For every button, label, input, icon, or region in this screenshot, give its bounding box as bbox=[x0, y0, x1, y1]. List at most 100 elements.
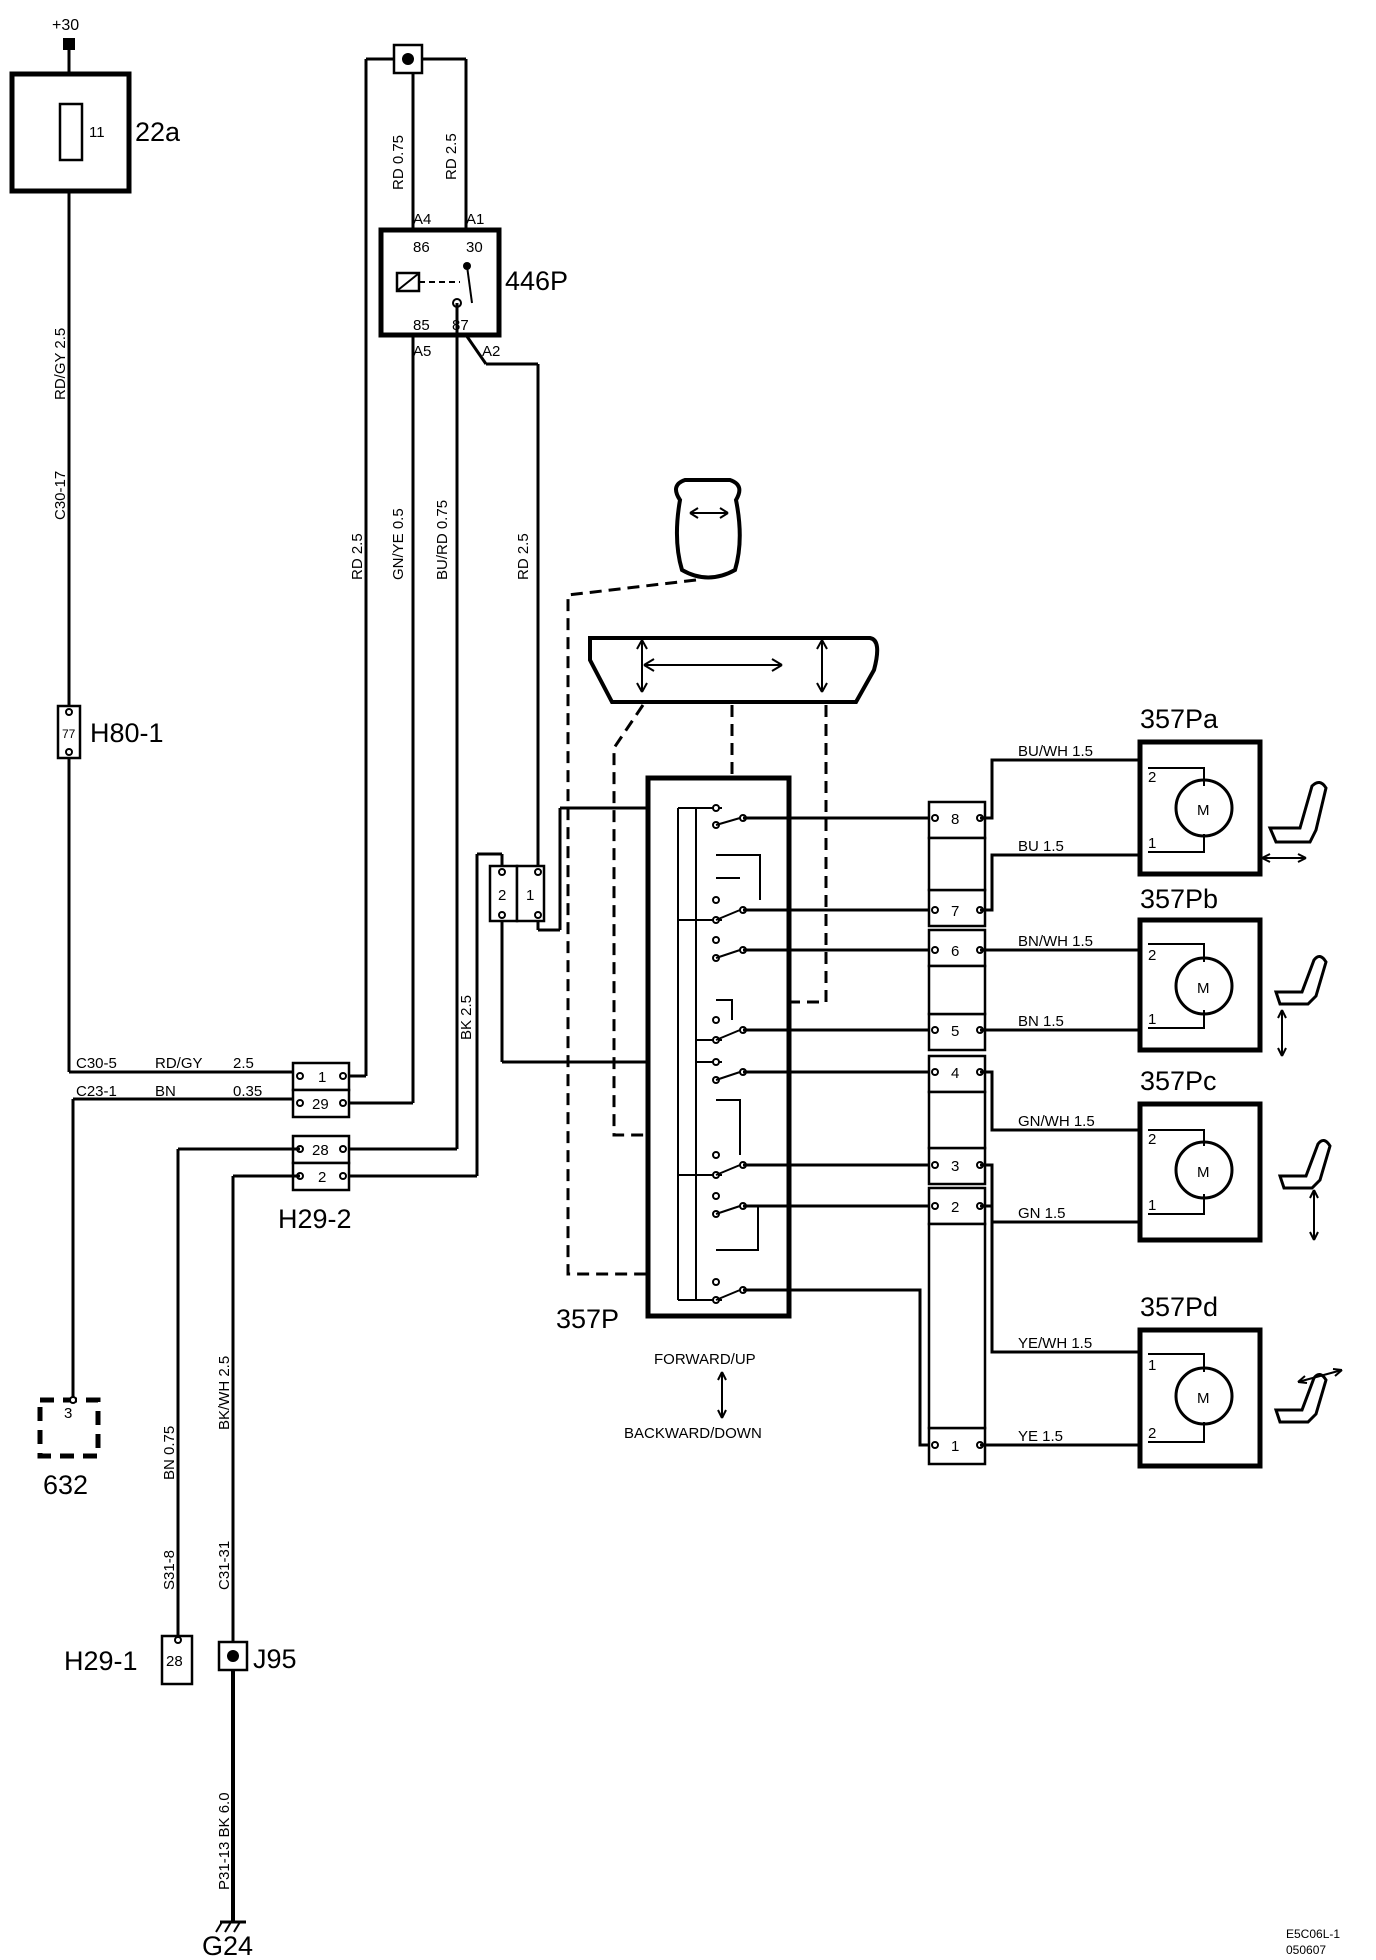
wire-label-gnye: GN/YE 0.5 bbox=[390, 508, 407, 580]
h80-label: H80-1 bbox=[90, 718, 164, 748]
j95-label: J95 bbox=[253, 1644, 297, 1674]
motor-357pa: M 2 1 357Pa bbox=[1137, 704, 1263, 877]
relay-pin-85: 85 bbox=[413, 317, 430, 334]
wire-label-c31-31: C31-31 bbox=[216, 1541, 233, 1590]
supply-label: +30 bbox=[52, 17, 79, 34]
switch-contacts bbox=[712, 804, 747, 1304]
relay-pin-86: 86 bbox=[413, 239, 430, 256]
h29-2-pin-29: 29 bbox=[312, 1096, 329, 1113]
seat-cushion-icon bbox=[588, 636, 880, 704]
connector-8pin: 8 7 6 5 4 3 2 1 bbox=[927, 800, 987, 1466]
wire-label-bn: BN 1.5 bbox=[1018, 1013, 1064, 1030]
h29-2-pin-28: 28 bbox=[312, 1142, 329, 1159]
wire-label-bnwh: BN/WH 1.5 bbox=[1018, 933, 1093, 950]
h29-1-label: H29-1 bbox=[64, 1646, 138, 1676]
g24-label: G24 bbox=[202, 1931, 253, 1960]
motor-d-pin-2: 2 bbox=[1148, 1425, 1156, 1442]
motor-a-label: 357Pa bbox=[1140, 704, 1219, 734]
wire-label-rd-075: RD 0.75 bbox=[390, 135, 407, 190]
relay-label: 446P bbox=[505, 266, 568, 296]
connector-h29-1: 28 H29-1 bbox=[64, 1634, 194, 1686]
motor-b-pin-2: 2 bbox=[1148, 947, 1156, 964]
wire-label-p31-13: P31-13 BK 6.0 bbox=[216, 1792, 233, 1890]
connector-h80-1: 77 H80-1 bbox=[56, 704, 164, 760]
wire-label-c23-1-size: 0.35 bbox=[233, 1083, 262, 1100]
conn-pin-2: 2 bbox=[951, 1199, 959, 1216]
fuse-box-label: 22a bbox=[135, 117, 181, 147]
switch-label: 357P bbox=[556, 1304, 619, 1334]
wire-label-c23-1: C23-1 bbox=[76, 1083, 117, 1100]
wire-label-s31-8: S31-8 bbox=[161, 1550, 178, 1590]
conn-pin-3: 3 bbox=[951, 1158, 959, 1175]
wire-label-ye: YE 1.5 bbox=[1018, 1428, 1063, 1445]
seat-headrest-icon bbox=[674, 478, 742, 580]
wire-label-rd-25-relay: RD 2.5 bbox=[443, 133, 460, 180]
motor-357pb: M 2 1 357Pb bbox=[1137, 884, 1263, 1053]
motor-357pd: M 1 2 357Pd bbox=[1137, 1292, 1263, 1469]
motor-a-pin-2: 2 bbox=[1148, 769, 1156, 786]
wire-label-bn-075: BN 0.75 bbox=[161, 1426, 178, 1480]
h29-2-label: H29-2 bbox=[278, 1204, 352, 1234]
relay-pin-a1: A1 bbox=[466, 211, 484, 228]
motor-d-label: 357Pd bbox=[1140, 1292, 1218, 1322]
relay-pin-a2: A2 bbox=[482, 343, 500, 360]
wire-label-rd-25-left: RD 2.5 bbox=[349, 533, 366, 580]
wire-label-yewh: YE/WH 1.5 bbox=[1018, 1335, 1092, 1352]
conn-pin-4: 4 bbox=[951, 1065, 959, 1082]
motor-b-pin-1: 1 bbox=[1148, 1011, 1156, 1028]
wire-label-bu: BU 1.5 bbox=[1018, 838, 1064, 855]
relay-pin-30: 30 bbox=[466, 239, 483, 256]
wire-label-c30-5-color: RD/GY bbox=[155, 1055, 203, 1072]
wire-label-c30-5-size: 2.5 bbox=[233, 1055, 254, 1072]
conn-pin-5: 5 bbox=[951, 1023, 959, 1040]
conn-pin-7: 7 bbox=[951, 903, 959, 920]
motor-d-m: M bbox=[1197, 1390, 1210, 1407]
conn-pin-8: 8 bbox=[951, 811, 959, 828]
relay-pin-a5: A5 bbox=[413, 343, 431, 360]
comp-632-label: 632 bbox=[43, 1470, 88, 1500]
wire-label-c30-5: C30-5 bbox=[76, 1055, 117, 1072]
motor-c-pin-2: 2 bbox=[1148, 1131, 1156, 1148]
wire-label-rd-25-right: RD 2.5 bbox=[515, 533, 532, 580]
connector-small-2pin: 2 1 bbox=[488, 864, 546, 923]
splice-j95: J95 bbox=[217, 1640, 297, 1674]
switch-357p: 357P bbox=[556, 775, 792, 1334]
fuse-number: 11 bbox=[89, 124, 105, 141]
h80-pin: 77 bbox=[62, 727, 76, 741]
motor-d-pin-1: 1 bbox=[1148, 1357, 1156, 1374]
seat-tilt-rear-icon bbox=[1277, 1139, 1332, 1241]
h29-2-pin-2: 2 bbox=[318, 1169, 326, 1186]
switch-direction-arrow bbox=[717, 1371, 727, 1419]
wire-label-gn: GN 1.5 bbox=[1018, 1205, 1066, 1222]
seat-recline-icon bbox=[1273, 1368, 1343, 1424]
relay-pin-87: 87 bbox=[452, 317, 469, 334]
top-splice bbox=[392, 43, 424, 75]
ground-g24: G24 bbox=[202, 1920, 253, 1960]
motor-c-label: 357Pc bbox=[1140, 1066, 1217, 1096]
motor-c-m: M bbox=[1197, 1164, 1210, 1181]
h29-2-pin-1: 1 bbox=[318, 1069, 326, 1086]
motor-c-pin-1: 1 bbox=[1148, 1197, 1156, 1214]
wire-label-burd: BU/RD 0.75 bbox=[434, 500, 451, 580]
motor-b-label: 357Pb bbox=[1140, 884, 1218, 914]
wire-label-c23-1-color: BN bbox=[155, 1083, 176, 1100]
seat-slide-icon bbox=[1261, 781, 1328, 863]
fuse-box-22a: 11 22a bbox=[9, 71, 181, 194]
motor-a-pin-1: 1 bbox=[1148, 835, 1156, 852]
supply-terminal: +30 bbox=[52, 17, 79, 50]
motor-a-m: M bbox=[1197, 802, 1210, 819]
wire-label-gnwh: GN/WH 1.5 bbox=[1018, 1113, 1095, 1130]
small-conn-pin-2: 2 bbox=[498, 887, 506, 904]
wire-label-rdgy: RD/GY 2.5 bbox=[52, 328, 69, 400]
wire-label-bk-25: BK 2.5 bbox=[458, 995, 475, 1040]
wire-label-buwh: BU/WH 1.5 bbox=[1018, 743, 1093, 760]
switch-forward-label: FORWARD/UP bbox=[654, 1351, 756, 1368]
conn-pin-6: 6 bbox=[951, 943, 959, 960]
switch-backward-label: BACKWARD/DOWN bbox=[624, 1425, 762, 1442]
small-conn-pin-1: 1 bbox=[526, 887, 534, 904]
wire-label-c30-17: C30-17 bbox=[52, 471, 69, 520]
comp-632-pin: 3 bbox=[64, 1405, 72, 1422]
h29-1-pin: 28 bbox=[166, 1653, 183, 1670]
doc-id-1: E5C06L-1 bbox=[1286, 1927, 1340, 1941]
